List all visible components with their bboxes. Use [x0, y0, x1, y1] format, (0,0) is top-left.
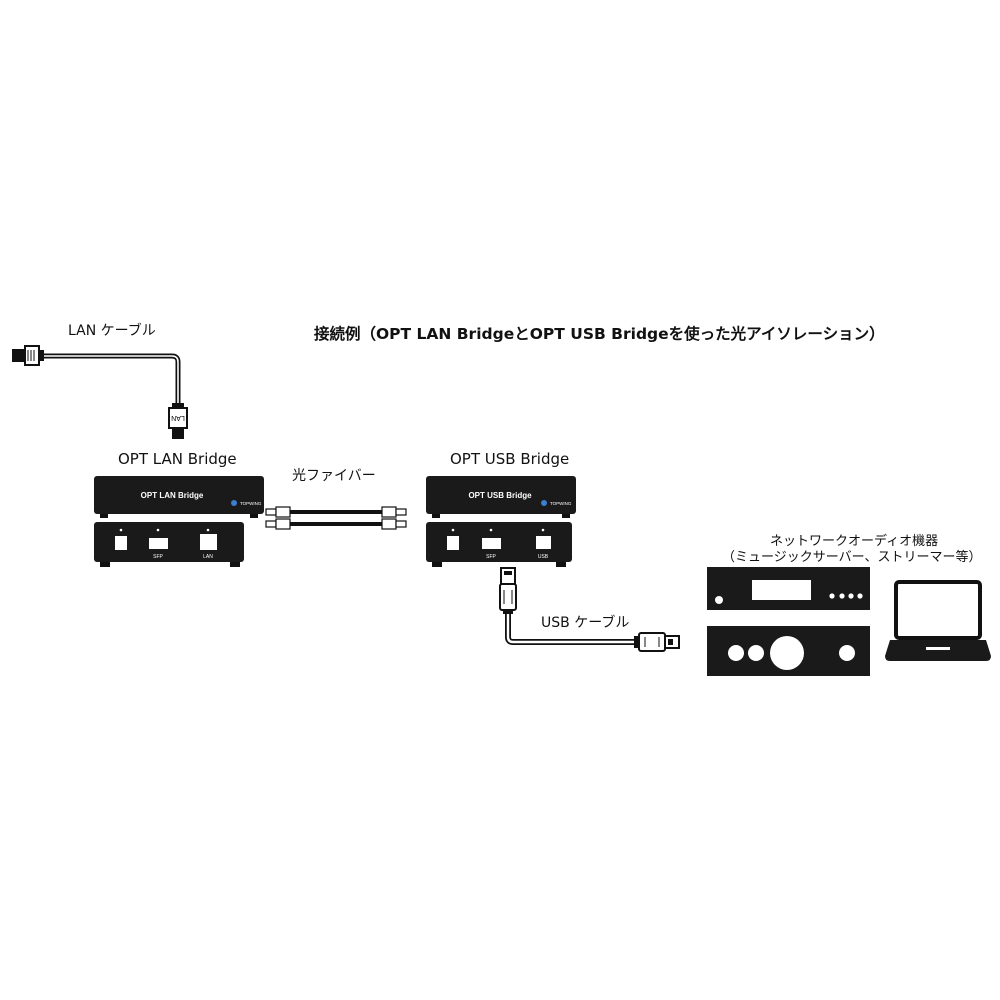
- network-audio-label-line1: ネットワークオーディオ機器: [770, 534, 939, 549]
- usb-cable-label: USB ケーブル: [541, 615, 630, 631]
- usb-b-plug-icon: [634, 632, 680, 652]
- opt-lan-bridge-label: OPT LAN Bridge: [118, 450, 237, 468]
- lan-plug-left-icon: [12, 345, 44, 366]
- usb-bridge-port-sfp: SFP: [486, 554, 496, 560]
- opt-lan-bridge-device: OPT LAN Bridge TOPWING SFP LAN: [94, 476, 264, 567]
- optical-fiber: [265, 506, 407, 530]
- lan-bridge-port-lan: LAN: [203, 554, 213, 560]
- usb-a-plug-icon: [499, 567, 517, 614]
- lan-plug-text: LAN: [171, 414, 185, 421]
- laptop-icon: [885, 580, 991, 661]
- lan-bridge-port-sfp: SFP: [153, 554, 163, 560]
- lan-plug-bottom-icon: LAN: [168, 403, 188, 439]
- opt-usb-bridge-label: OPT USB Bridge: [450, 450, 570, 468]
- usb-cable: [505, 612, 644, 645]
- lan-bridge-brand: TOPWING: [240, 501, 262, 506]
- lan-cable: [44, 353, 181, 405]
- usb-bridge-brand: TOPWING: [550, 501, 572, 506]
- diagram-title: 接続例（OPT LAN BridgeとOPT USB Bridgeを使った光アイ…: [314, 325, 885, 343]
- optical-fiber-label: 光ファイバー: [292, 468, 376, 484]
- network-audio-label-line2: （ミュージックサーバー、ストリーマー等）: [722, 550, 982, 565]
- opt-usb-bridge-device: OPT USB Bridge TOPWING SFP USB: [426, 476, 576, 567]
- brand-logo-icon: [231, 500, 237, 506]
- network-streamer-icon: [707, 567, 870, 610]
- usb-bridge-face-text: OPT USB Bridge: [468, 491, 532, 500]
- usb-bridge-port-usb: USB: [538, 554, 549, 560]
- lan-cable-label: LAN ケーブル: [68, 323, 156, 339]
- amplifier-icon: [707, 626, 870, 676]
- lan-bridge-face-text: OPT LAN Bridge: [141, 491, 204, 500]
- brand-logo-icon: [541, 500, 547, 506]
